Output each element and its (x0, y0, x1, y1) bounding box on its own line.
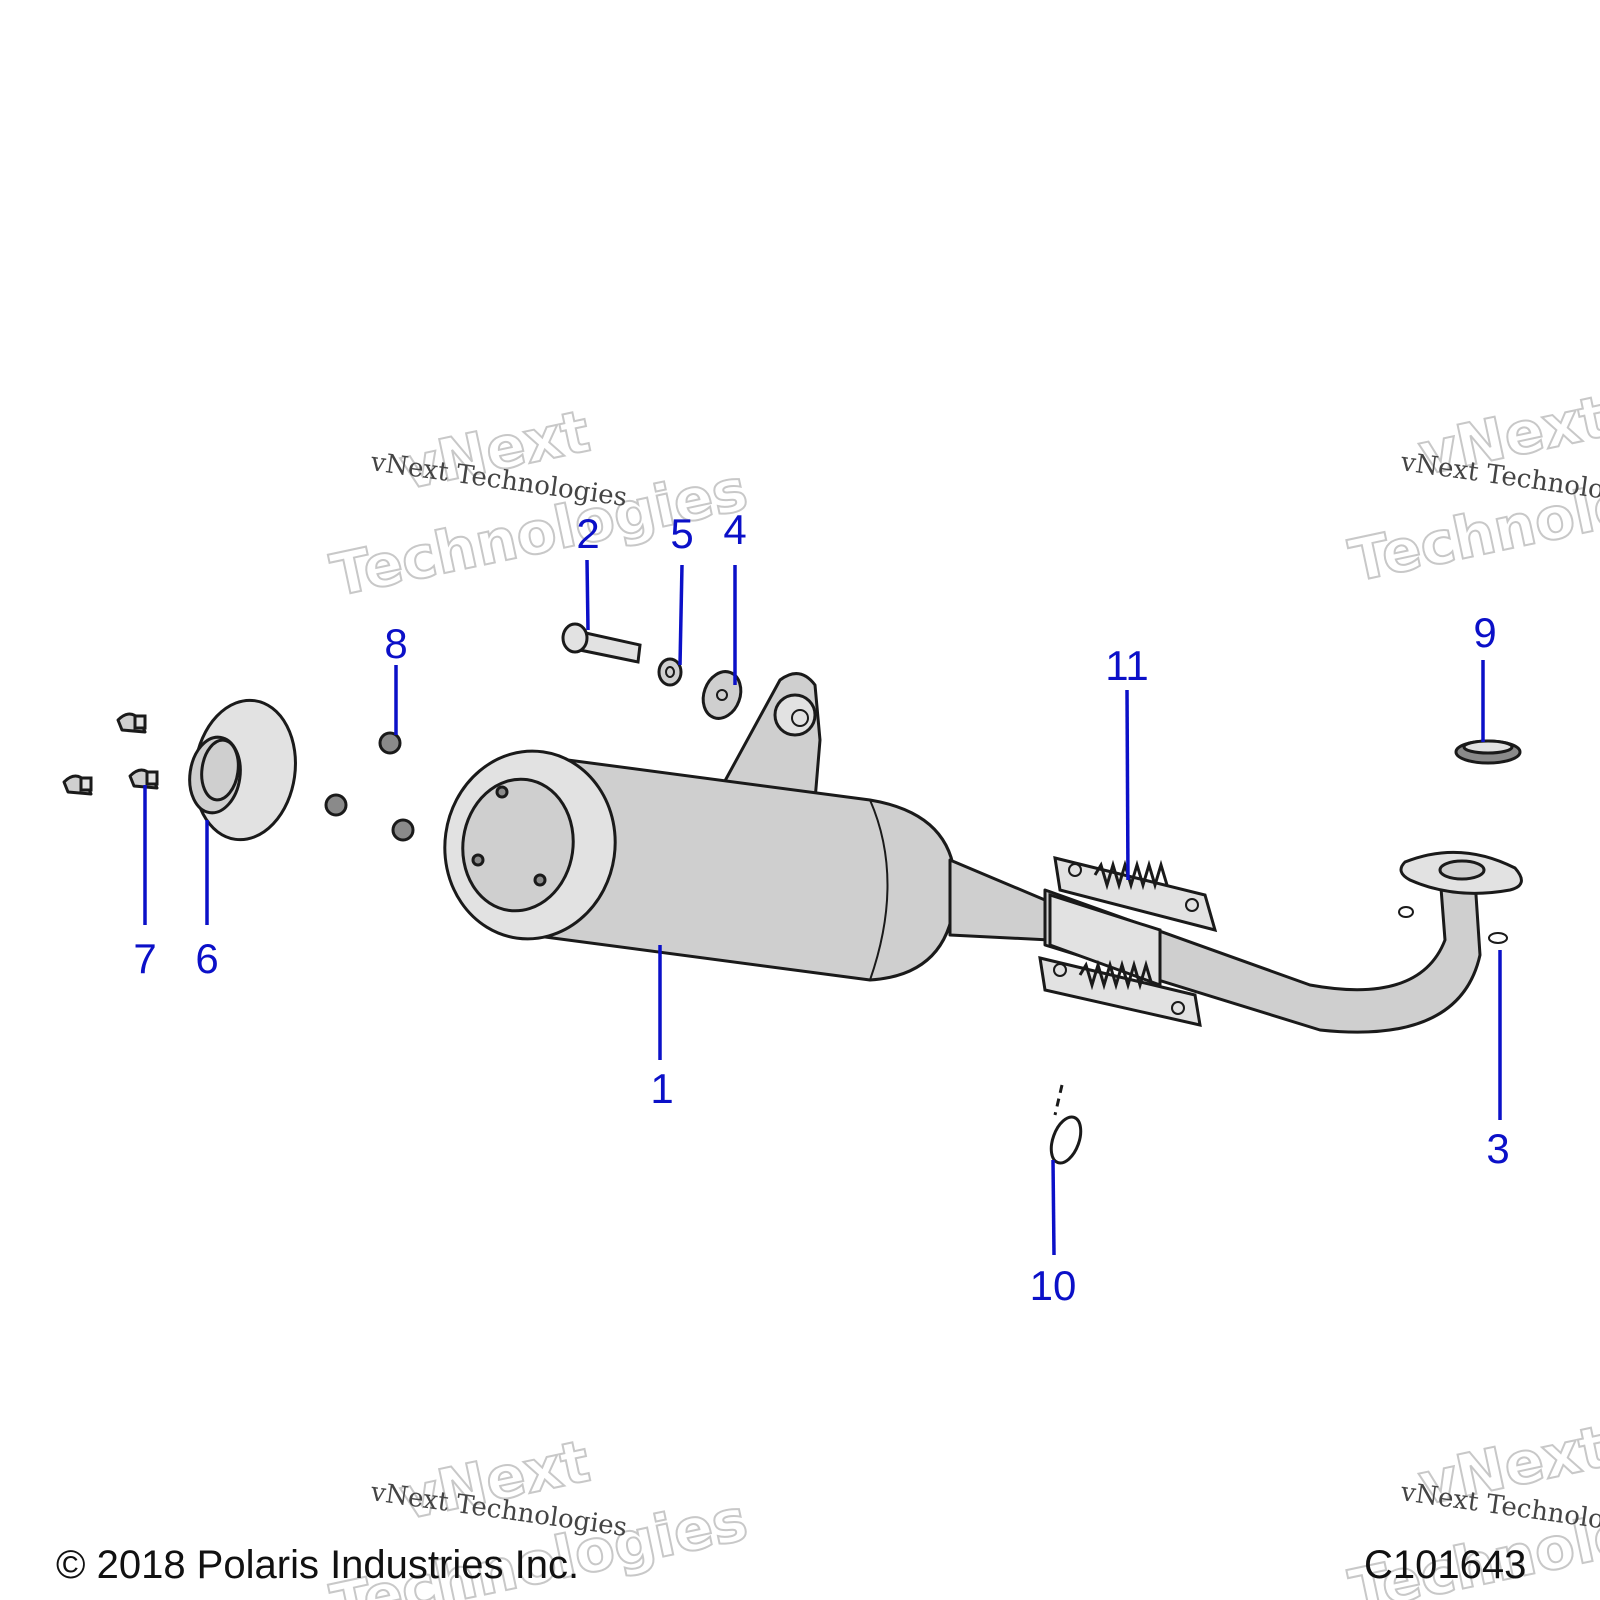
callout-8: 8 (384, 620, 407, 667)
copyright-text: © 2018 Polaris Industries Inc. (56, 1543, 579, 1587)
leader-2 (585, 559, 590, 631)
callout-5: 5 (670, 510, 693, 557)
bolt (561, 622, 642, 664)
callouts: 1 2 3 4 5 6 7 8 9 10 11 (133, 506, 1509, 1309)
callout-3: 3 (1486, 1125, 1509, 1172)
exhaust-gasket (1454, 739, 1522, 765)
callout-1: 1 (650, 1065, 673, 1112)
callout-2: 2 (576, 510, 599, 557)
star-washers (324, 731, 415, 842)
star-washer (324, 793, 348, 817)
muffler (443, 672, 1052, 982)
callout-4: 4 (723, 506, 746, 553)
flat-washer (701, 670, 743, 720)
diagram-code: C101643 (1364, 1543, 1526, 1587)
callout-7: 7 (133, 935, 156, 982)
star-washer (391, 818, 415, 842)
callout-11: 11 (1105, 642, 1149, 689)
screw (62, 774, 93, 796)
spark-arrestor (188, 698, 297, 842)
callout-6: 6 (195, 935, 218, 982)
head-pipe (1043, 850, 1523, 1034)
screw (116, 712, 147, 734)
leader-lines (143, 559, 1502, 1256)
screw (128, 768, 159, 790)
lock-washer (657, 657, 683, 687)
callout-10: 10 (1030, 1262, 1077, 1309)
leader-5 (678, 564, 684, 666)
callout-9: 9 (1473, 609, 1496, 656)
screws (62, 712, 159, 796)
clip (1398, 906, 1508, 944)
leader-11 (1125, 689, 1130, 881)
spring-coil (1078, 959, 1154, 991)
star-washer (378, 731, 402, 755)
springs (1038, 856, 1218, 1027)
ring-gasket (1049, 1084, 1083, 1165)
leader-10 (1051, 1159, 1056, 1256)
spring-coil (1093, 859, 1169, 891)
